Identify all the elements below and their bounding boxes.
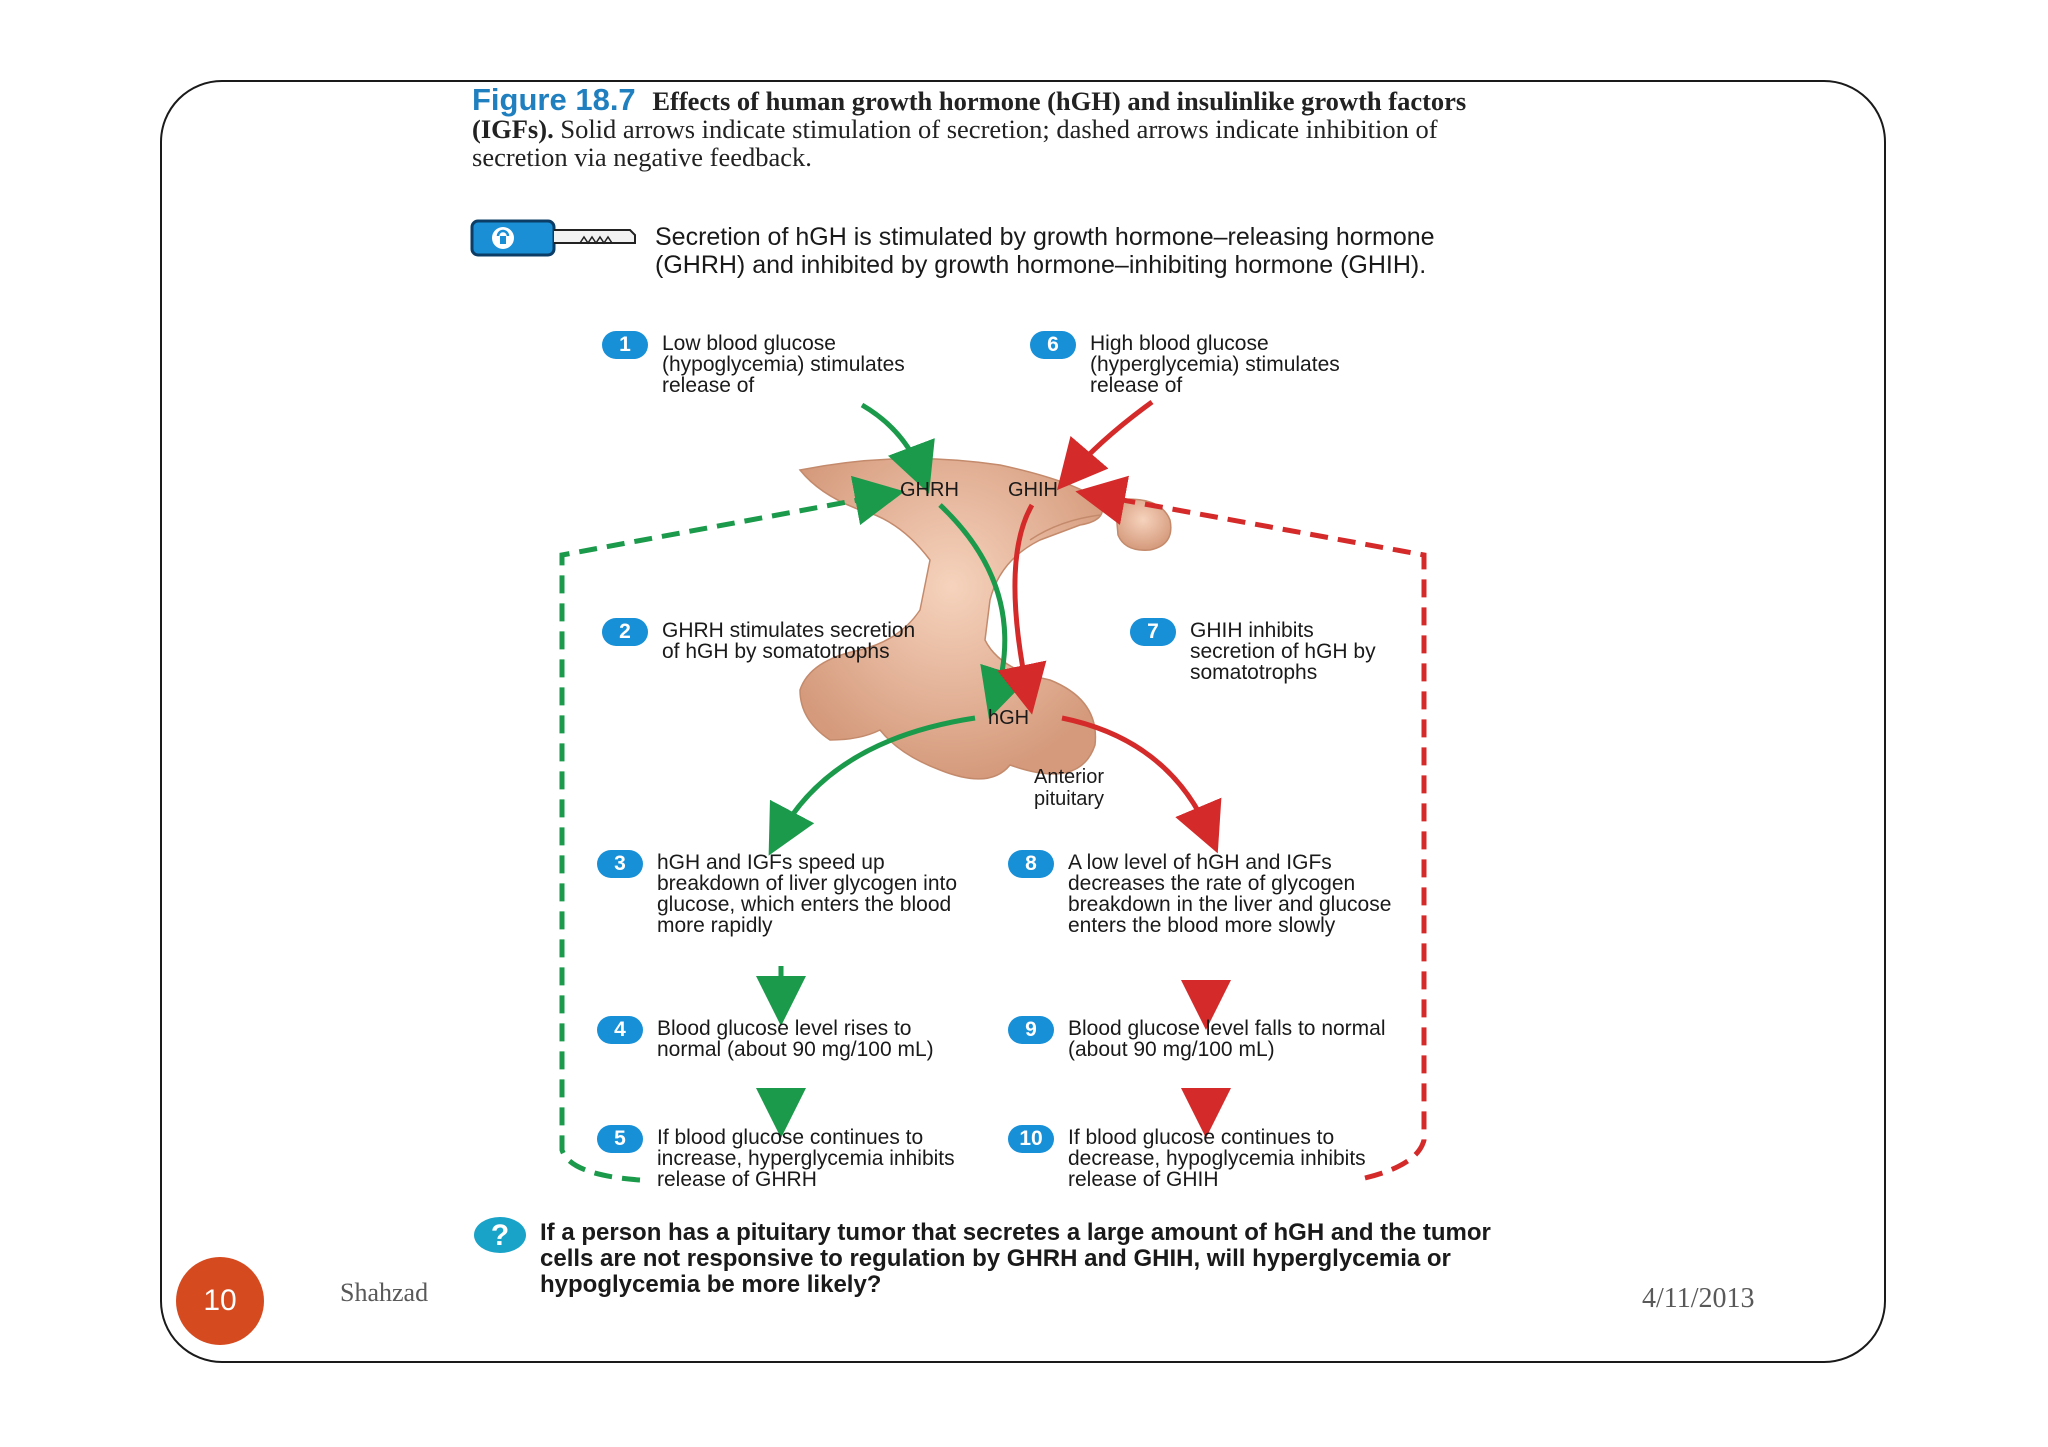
step-badge: 9 xyxy=(1008,1016,1054,1044)
figure-title: Effects of human growth hormone (hGH) an… xyxy=(472,86,1467,144)
step-badge: 1 xyxy=(602,331,648,359)
step-text: If blood glucose continues to increase, … xyxy=(657,1126,955,1191)
step-text: Blood glucose level rises to normal (abo… xyxy=(657,1017,934,1061)
svg-text:?: ? xyxy=(491,1219,509,1252)
question-icon: ? xyxy=(474,1217,526,1253)
step-badge: 3 xyxy=(597,850,643,878)
step-2: 2 GHRH stimulates secretion of hGH by so… xyxy=(602,618,922,663)
step-4: 4 Blood glucose level rises to normal (a… xyxy=(597,1016,977,1061)
step-text: hGH and IGFs speed up breakdown of liver… xyxy=(657,851,958,937)
step-text: A low level of hGH and IGFs decreases th… xyxy=(1068,851,1392,937)
step-7: 7 GHIH inhibits secretion of hGH by soma… xyxy=(1130,618,1390,684)
key-icon xyxy=(470,219,636,257)
step-text: If blood glucose continues to decrease, … xyxy=(1068,1126,1366,1191)
ghrh-label: GHRH xyxy=(900,479,959,501)
step-3: 3 hGH and IGFs speed up breakdown of liv… xyxy=(597,850,977,937)
step-9: 9 Blood glucose level falls to normal (a… xyxy=(1008,1016,1408,1061)
key-concept: Secretion of hGH is stimulated by growth… xyxy=(655,223,1435,279)
step-badge: 5 xyxy=(597,1125,643,1153)
step-10: 10 If blood glucose continues to decreas… xyxy=(1008,1125,1388,1191)
page-number-badge: 10 xyxy=(176,1257,264,1345)
step-badge: 10 xyxy=(1008,1125,1054,1153)
inhibition-arrows xyxy=(997,399,1231,1138)
step-8: 8 A low level of hGH and IGFs decreases … xyxy=(1008,850,1408,937)
ghih-label: GHIH xyxy=(1008,479,1058,501)
figure-caption: Figure 18.7 Effects of human growth horm… xyxy=(472,84,1492,172)
footer-date: 4/11/2013 xyxy=(1642,1283,1755,1314)
footer-author: Shahzad xyxy=(340,1278,429,1307)
step-badge: 8 xyxy=(1008,850,1054,878)
step-badge: 4 xyxy=(597,1016,643,1044)
negative-feedback-ghrh xyxy=(559,475,905,1183)
anterior-pituitary-label: Anterior pituitary xyxy=(1034,766,1105,810)
figure-caption-text: Solid arrows indicate stimulation of sec… xyxy=(472,114,1438,172)
step-1: 1 Low blood glucose (hypoglycemia) stimu… xyxy=(602,331,972,397)
step-text: GHIH inhibits secretion of hGH by somato… xyxy=(1190,619,1376,684)
step-5: 5 If blood glucose continues to increase… xyxy=(597,1125,977,1191)
negative-feedback-ghih xyxy=(1075,475,1427,1181)
step-text: Blood glucose level falls to normal (abo… xyxy=(1068,1017,1386,1061)
step-badge: 6 xyxy=(1030,331,1076,359)
step-badge: 2 xyxy=(602,618,648,646)
hgh-label: hGH xyxy=(988,707,1030,729)
review-question: If a person has a pituitary tumor that s… xyxy=(540,1219,1491,1298)
step-text: Low blood glucose (hypoglycemia) stimula… xyxy=(662,332,905,397)
step-text: High blood glucose (hyperglycemia) stimu… xyxy=(1090,332,1340,397)
step-text: GHRH stimulates secretion of hGH by soma… xyxy=(662,619,916,663)
step-badge: 7 xyxy=(1130,618,1176,646)
step-6: 6 High blood glucose (hyperglycemia) sti… xyxy=(1030,331,1390,397)
figure-number: Figure 18.7 xyxy=(472,82,636,117)
